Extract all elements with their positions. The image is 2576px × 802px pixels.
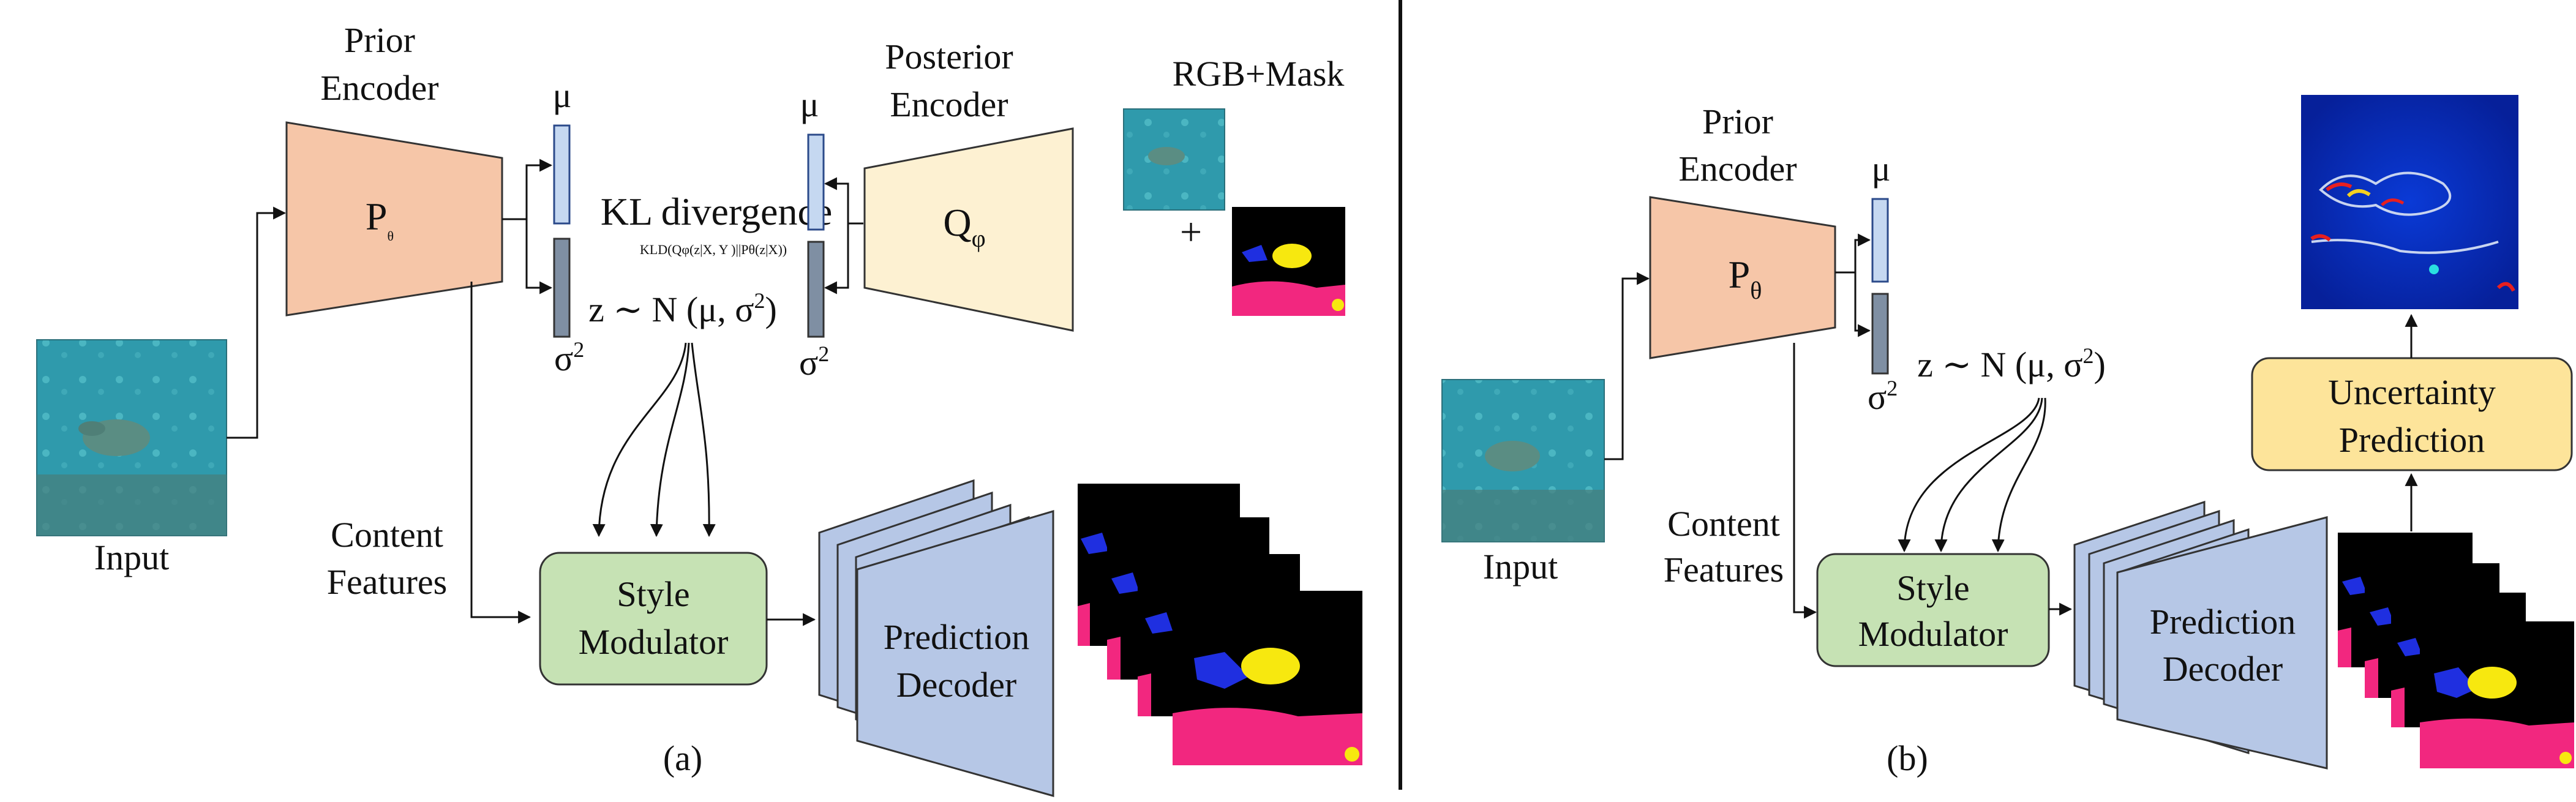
decoder-label-b: Prediction xyxy=(2150,602,2296,642)
prior-encoder-a xyxy=(285,121,503,317)
mu-prior-label-a: μ xyxy=(552,75,571,115)
style-modulator-label-b: Style xyxy=(1896,568,1969,608)
prior-to-sigma-arrow-b xyxy=(1854,272,1871,337)
mu-post-label-a: μ xyxy=(800,84,819,124)
style-modulator-label-b-line2: Modulator xyxy=(1858,614,2008,654)
sigma-prior-label-a: σ2 xyxy=(554,337,584,378)
decoder-label-b-line2: Decoder xyxy=(2163,649,2283,689)
input-to-prior-arrow-b xyxy=(1604,272,1650,460)
prior-to-mu-arrow-a xyxy=(502,159,553,220)
prior-to-sigma-arrow-a xyxy=(525,219,553,294)
kl-divergence-title: KL divergence xyxy=(601,190,833,233)
style-modulator-a xyxy=(539,552,768,686)
z-sampling-arrows-a xyxy=(592,342,716,538)
posterior-symbol: Qφ xyxy=(943,201,985,252)
uncertainty-map xyxy=(2301,95,2518,309)
content-features-label-a-line2: Features xyxy=(327,562,448,602)
content-features-label-b: Content xyxy=(1667,504,1780,544)
prior-encoder-title-a: Prior xyxy=(344,20,415,60)
z-distribution-a: z ∼ N (μ, σ2) xyxy=(588,288,777,329)
content-features-arrow-b xyxy=(1793,343,1817,619)
panel-a: Input Prior Encoder Pθ μ σ2 KL divergenc… xyxy=(36,20,1362,797)
mask-thumbnail xyxy=(1232,207,1345,316)
decoder-label-a-line2: Decoder xyxy=(896,665,1016,705)
prior-encoder-title-b: Prior xyxy=(1702,102,1773,141)
input-label-b: Input xyxy=(1483,547,1558,587)
content-features-label-a: Content xyxy=(331,515,443,555)
uncertainty-label-line2: Prediction xyxy=(2339,420,2485,460)
uncertainty-label: Uncertainty xyxy=(2328,372,2496,412)
prior-encoder-title-b-line2: Encoder xyxy=(1678,149,1797,189)
prior-to-mu-arrow-b xyxy=(1835,233,1871,274)
rgb-thumbnail xyxy=(1123,108,1225,211)
mask-predictions-a xyxy=(1078,484,1362,765)
z-sampling-arrows-b xyxy=(1898,397,2046,553)
style-modulator-label-a-line2: Modulator xyxy=(579,622,729,662)
prior-symbol-b: Pθ xyxy=(1729,253,1762,304)
sigma-bar-b xyxy=(1871,293,1889,375)
decoder-label-a: Prediction xyxy=(884,617,1029,657)
panel-b: Input Prior Encoder Pθ μ σ2 z ∼ N (μ, σ2… xyxy=(1441,95,2574,778)
mu-post-bar-a xyxy=(807,133,825,231)
kl-formula: KLD(Qφ(z|X, Y )||Pθ(z|X)) xyxy=(640,242,787,257)
content-features-label-b-line2: Features xyxy=(1664,550,1784,590)
caption-a: (a) xyxy=(663,738,702,778)
posterior-to-mu-arrow xyxy=(824,177,863,225)
posterior-encoder-title-line2: Encoder xyxy=(890,84,1008,124)
sigma-post-label-a: σ2 xyxy=(799,342,829,383)
input-label-a: Input xyxy=(94,538,169,577)
prediction-decoder-a xyxy=(818,479,1054,797)
input-image-a xyxy=(36,339,227,536)
prior-symbol-a: Pθ xyxy=(366,195,394,244)
input-to-prior-arrow-a xyxy=(227,206,287,439)
sigma-post-bar-a xyxy=(807,241,825,338)
style-modulator-label-a: Style xyxy=(617,574,689,614)
prior-encoder-b xyxy=(1649,196,1836,359)
content-features-arrow-a xyxy=(470,282,531,624)
sigma-label-b: σ2 xyxy=(1868,376,1898,417)
sigma-prior-bar-a xyxy=(553,238,571,338)
posterior-to-sigma-arrow xyxy=(824,223,849,294)
caption-b: (b) xyxy=(1887,738,1928,778)
rgb-mask-label: RGB+Mask xyxy=(1173,54,1345,94)
z-distribution-b: z ∼ N (μ, σ2) xyxy=(1917,343,2106,384)
prediction-decoder-b xyxy=(2073,500,2328,770)
input-image-b xyxy=(1441,379,1605,542)
plus-sign: + xyxy=(1180,210,1202,253)
posterior-encoder xyxy=(863,127,1074,332)
prior-encoder-title-a-line2: Encoder xyxy=(320,68,438,108)
mu-bar-b xyxy=(1871,198,1889,283)
mask-predictions-b xyxy=(2338,533,2574,768)
mu-prior-bar-a xyxy=(553,124,571,225)
posterior-encoder-title: Posterior xyxy=(885,37,1013,77)
mu-label-b: μ xyxy=(1871,149,1890,189)
